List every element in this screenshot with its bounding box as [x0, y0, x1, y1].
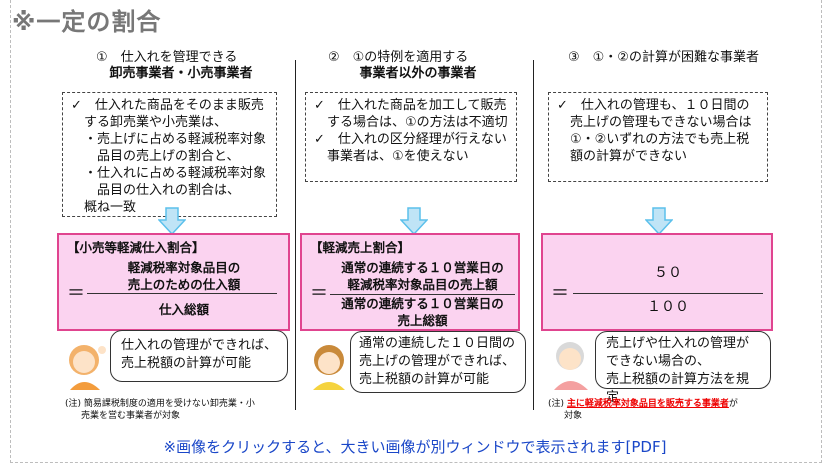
footnote-column1: (注) 簡易課税制度の適用を受けない卸売業・小売業を営む事業者が対象	[65, 399, 255, 421]
ratio-box-fixed: ＝ ５０ １００	[541, 233, 773, 331]
equals-sign: ＝	[310, 283, 328, 304]
equals-sign: ＝	[551, 283, 569, 304]
column-divider	[295, 60, 296, 410]
denominator: 仕入総額	[158, 302, 209, 317]
column1-heading: ① 仕入れを管理できる卸売事業者・小売事業者	[96, 50, 253, 81]
ratio-box-retail: 【小売等軽減仕入割合】 ＝ 軽減税率対象品目の売上のための仕入額 仕入総額	[57, 233, 290, 331]
numerator: 通常の連続する１０営業日の軽減税率対象品目の売上額	[341, 260, 504, 292]
column-divider	[533, 60, 534, 410]
numerator: ５０	[654, 265, 682, 281]
down-arrow-icon	[158, 207, 186, 235]
speech-bubble-3: 売上げや仕入れの管理ができない場合の、売上税額の計算方法を規定	[595, 331, 771, 405]
enlarge-image-link[interactable]: ※画像をクリックすると、大きい画像が別ウィンドウで表示されます[PDF]	[163, 438, 667, 456]
woman-avatar-icon	[69, 345, 106, 390]
footnote-column3: (注) 主に軽減税率対象品目を販売する事業者が 対象	[548, 399, 738, 421]
ratio-label: 【小売等軽減仕入割合】	[67, 240, 205, 255]
ratio-label: 【軽減売上割合】	[310, 240, 411, 255]
fraction-bar	[330, 294, 515, 295]
speech-bubble-2: 通常の連続した１０日間の売上げの管理ができれば、売上税額の計算が可能	[350, 331, 526, 393]
page-title: ※一定の割合	[12, 8, 162, 36]
column1-description-box: ✓ 仕入れた商品をそのまま販売 する卸売業や小売業は、 ・売上げに占める軽減税率…	[62, 92, 277, 217]
column2-heading: ② ①の特例を適用する事業者以外の事業者	[328, 50, 477, 81]
column3-description-box: ✓ 仕入れの管理も、１０日間の 売上げの管理もできない場合は ①・②いずれの方法…	[548, 92, 768, 182]
column2-description-box: ✓ 仕入れた商品を加工して販売 する場合は、①の方法は不適切✓ 仕入れの区分経理…	[305, 92, 517, 182]
equals-sign: ＝	[67, 283, 85, 304]
fraction-bar	[87, 293, 277, 294]
elderly-person-icon	[554, 342, 588, 390]
speech-bubble-1: 仕入れの管理ができれば、売上税額の計算が可能	[110, 330, 288, 382]
denominator: 通常の連続する１０営業日の売上総額	[341, 296, 504, 328]
numerator: 軽減税率対象品目の売上のための仕入額	[127, 260, 241, 292]
fraction-bar	[573, 293, 763, 294]
denominator: １００	[647, 299, 689, 315]
down-arrow-icon	[645, 207, 673, 235]
ratio-box-sales: 【軽減売上割合】 ＝ 通常の連続する１０営業日の軽減税率対象品目の売上額 通常の…	[300, 233, 520, 331]
column3-heading: ③ ①・②の計算が困難な事業者	[568, 50, 759, 65]
woman-avatar-icon	[313, 345, 345, 390]
down-arrow-icon	[400, 207, 428, 235]
highlighted-note: 主に軽減税率対象品目を販売する事業者	[566, 399, 729, 409]
page-frame	[10, 0, 822, 463]
